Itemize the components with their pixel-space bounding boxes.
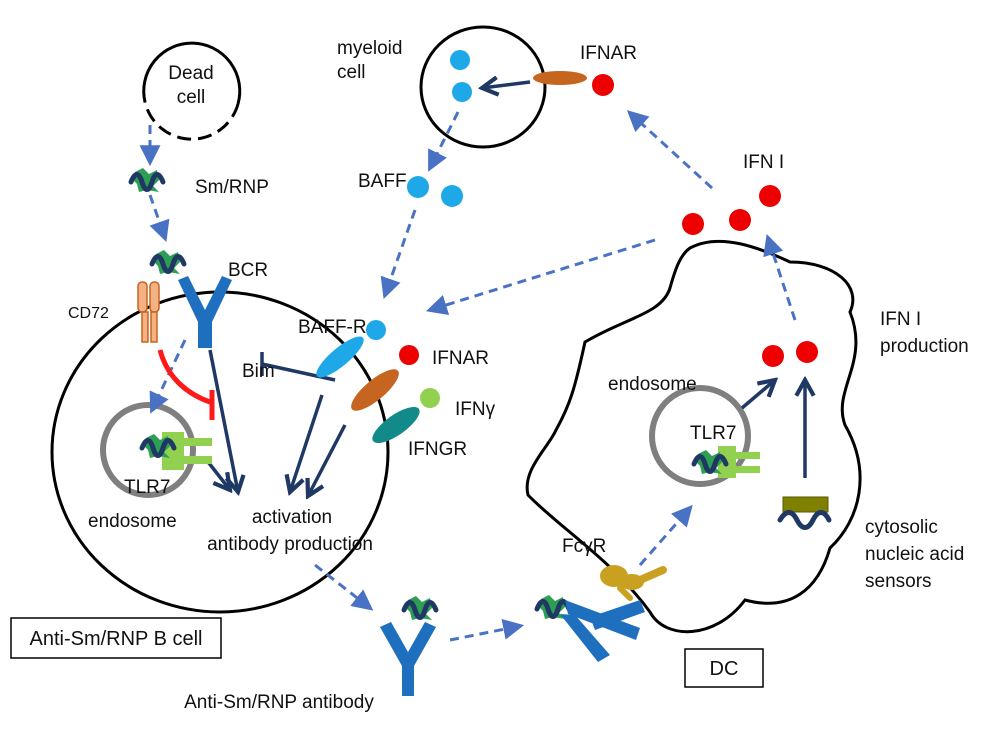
arrow-dc-tlr7-to-ifn [740,380,775,410]
myeloid-label-1: myeloid [337,38,402,59]
ifngr-label: IFNGR [408,439,467,460]
cyto-label-2: nucleic acid [865,544,964,565]
endosome-dc-label: endosome [608,374,697,395]
arrow-myeloid-ifnar-to-baff [482,82,531,88]
myeloid-cell [419,25,547,149]
fcgr-receptor [600,565,667,601]
arrow-dc-to-ifn [763,234,797,321]
sm-rnp-on-bcr [152,250,184,274]
cyto-label-3: sensors [865,571,932,592]
labels: Dead cell Sm/RNP BCR CD72 myeloid cell I… [68,38,969,713]
ifn-i-soluble [682,185,781,235]
anti-sm-rnp-antibody [380,596,436,696]
ifn-i-label: IFN I [743,152,784,173]
cytosolic-sensor [777,496,832,530]
cd72-label: CD72 [68,305,109,322]
ifn-i-at-myeloid [592,74,614,96]
ifnar-b [351,369,399,411]
baff-label: BAFF [358,171,407,192]
arrow-bcell-to-antibody [314,563,374,611]
baff-soluble [407,176,463,207]
ifngr [372,406,420,444]
cyto-label-1: cytosolic [865,517,938,538]
ifnar-top-label: IFNAR [580,43,637,64]
ifn-gamma-label: IFNγ [455,399,496,420]
arrow-myeloid-to-baff [428,111,460,172]
b-cell-box: Anti-Sm/RNP B cell [10,617,222,659]
dead-cell-label-1: Dead [168,63,213,84]
arrow-ifn-to-bcell [425,238,656,316]
ifn-prod-label-1: IFN I [880,309,921,330]
dashed-arrows [139,110,797,642]
fcgr-label: FcγR [562,536,606,557]
arrow-bcr-to-activation [208,349,238,492]
baff-r-label: BAFF-R [298,317,367,338]
activation-label: activation [252,507,332,528]
ifn-on-receptor [399,345,419,365]
arrow-bcr-to-endosome [149,339,187,414]
dead-cell-label-2: cell [177,87,206,108]
antibody-production-label: antibody production [207,534,373,555]
baff-on-receptor [366,320,386,340]
myeloid-baff [450,50,472,102]
arrow-smrnp-to-bcr [148,194,170,242]
dead-cell [142,41,242,141]
anti-antibody-label: Anti-Sm/RNP antibody [184,692,374,713]
arrow-ifnar-to-activation [308,424,347,496]
baff-r [316,336,364,378]
sm-rnp-label: Sm/RNP [195,177,269,198]
bcr-receptor [178,276,232,348]
bim-label: Bim [242,361,275,382]
bim-inhibition [260,352,336,382]
tlr7-dc-label: TLR7 [690,423,736,444]
cd72-inhibition [157,349,215,420]
myeloid-label-2: cell [337,62,366,83]
arrow-antibody-to-complex [449,618,525,642]
dendritic-cell [525,239,862,634]
tlr7-b [142,432,212,470]
solid-arrows [203,82,805,496]
myeloid-ifnar [533,71,587,85]
arrow-fcgr-to-endosome [638,504,693,566]
bcell-receptors [316,320,440,444]
sm-rnp-free [131,168,163,192]
arrow-baff-to-bcell [380,209,417,299]
cd72-receptor [137,281,160,343]
endosome-b-label: endosome [88,511,177,532]
ifng [420,388,440,408]
immune-complex [537,595,645,662]
dc-box-label: DC [710,658,739,680]
tlr7-b-label: TLR7 [124,477,170,498]
ifn-i-produced [762,341,818,367]
ifnar-b-label: IFNAR [432,348,489,369]
b-cell-box-label: Anti-Sm/RNP B cell [29,628,202,650]
dc-endosome [649,385,751,487]
arrow-ifn-to-myeloid [626,110,714,190]
arrow-baffr-to-activation [290,394,324,492]
tlr7-dc [694,446,760,478]
bcr-label: BCR [228,260,268,281]
b-cell-endosome [100,402,196,498]
dc-box: DC [684,648,764,688]
ifn-prod-label-2: production [880,336,969,357]
